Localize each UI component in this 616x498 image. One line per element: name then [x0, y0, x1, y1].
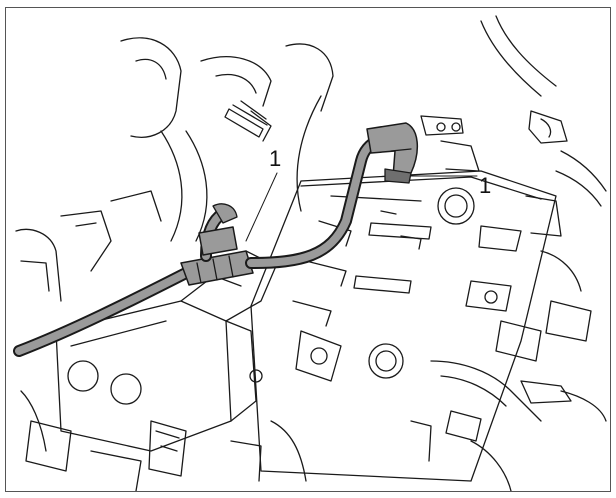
callout-group: 1 1 — [245, 146, 491, 242]
callout-label-left: 1 — [269, 146, 281, 171]
diagram-frame: 1 1 — [5, 7, 611, 492]
callout-label-right: 1 — [479, 173, 491, 198]
breather-hose-assembly — [13, 122, 418, 357]
hose-elbow — [366, 122, 418, 178]
engine-illustration: 1 1 — [13, 15, 607, 491]
callout-leader-left — [245, 172, 278, 242]
pcv-valve — [198, 226, 238, 256]
hose-junction-fitting — [180, 250, 254, 286]
